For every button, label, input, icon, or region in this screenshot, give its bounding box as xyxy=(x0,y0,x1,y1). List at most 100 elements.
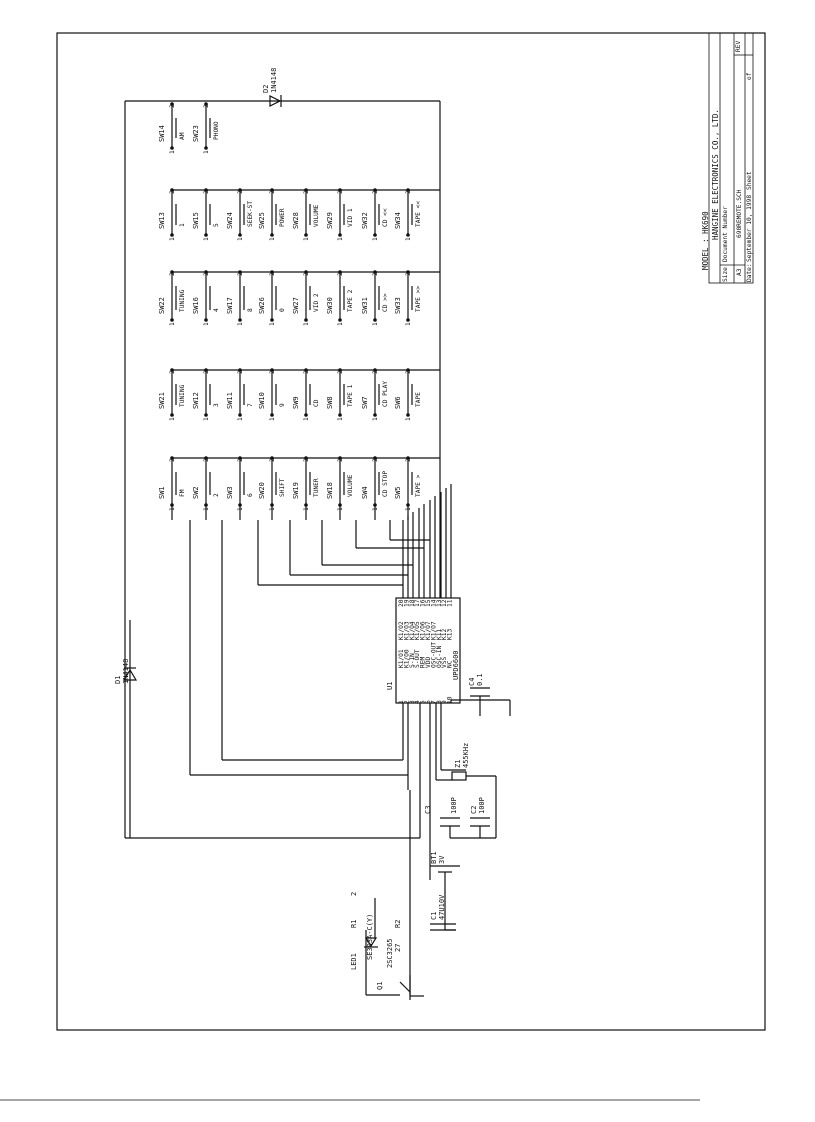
switch-label: CD STOP xyxy=(382,471,389,497)
ic-right-pin-label: K1/O7 xyxy=(430,621,437,640)
rev-label: REV xyxy=(735,41,742,52)
ic-left-pin-label: S-IN xyxy=(409,653,416,668)
ic-right-pin-number: 17 xyxy=(414,599,421,607)
capacitor-c1: C1 47U10V xyxy=(430,894,456,931)
switch-pin: 2 xyxy=(269,370,276,374)
crystal-z1: Z1 455KHz xyxy=(451,743,470,781)
switch-pin: 2 xyxy=(237,272,244,276)
switch-label: 0 xyxy=(279,308,286,312)
switch-pin: 1 xyxy=(169,417,176,421)
switch-pin: 2 xyxy=(237,458,244,462)
ic-left-pin-label: NC xyxy=(447,660,454,668)
c1-ref: C1 xyxy=(430,912,438,920)
switch-pin: 1 xyxy=(405,322,412,326)
switch-pin: 1 xyxy=(405,417,412,421)
ic-right-pin-number: 18 xyxy=(409,599,416,607)
switch-label: 6 xyxy=(247,493,254,497)
ic-left-pin-label: S-OUT xyxy=(414,649,421,668)
ic-right-pin-number: 13 xyxy=(436,599,443,607)
ic-u1: U1 UPD6600 K1/O11K1/O02S-IN3S-OUT4REM5VD… xyxy=(386,597,461,704)
switch-ref: SW20 xyxy=(258,482,266,499)
switch-pin: 1 xyxy=(203,150,210,154)
switch-pin: 2 xyxy=(237,370,244,374)
switch-label: TUNING xyxy=(179,289,186,312)
bt1-ref: BT1 xyxy=(430,851,438,864)
switch-label: AM xyxy=(179,132,186,140)
c2-value: 100P xyxy=(478,797,486,814)
switch-pin: 2 xyxy=(203,458,210,462)
ic-left-pin-label: OSC-IN xyxy=(436,645,443,668)
ic-right-pin-label: K1/O6 xyxy=(420,621,427,640)
switch-pin: 2 xyxy=(269,458,276,462)
led1-value: SE303A-C(Y) xyxy=(366,914,374,960)
switch-label: SEEK-ST xyxy=(247,201,254,227)
switch-ref: SW13 xyxy=(158,212,166,229)
ic-right-pin-number: 16 xyxy=(420,599,427,607)
switch-pin: 2 xyxy=(303,272,310,276)
switch-pin: 1 xyxy=(337,417,344,421)
switch-ref: SW10 xyxy=(258,392,266,409)
sheet-border xyxy=(56,32,766,1031)
led1-ref: LED1 xyxy=(350,953,358,970)
switch-pin: 2 xyxy=(237,190,244,194)
switch-pin: 1 xyxy=(269,417,276,421)
switch-pin: 1 xyxy=(169,237,176,241)
switch-label: TAPE << xyxy=(415,201,422,227)
switch-ref: SW25 xyxy=(258,212,266,229)
switch: SW10 9 2 1 xyxy=(258,368,286,421)
ic-left-pin-number: 4 xyxy=(414,700,421,704)
ic-right-pin-number: 12 xyxy=(441,599,448,607)
ic-part: UPD6600 xyxy=(452,650,460,680)
size-label: Size xyxy=(722,267,729,282)
of-label: of xyxy=(746,72,753,80)
switch-ref: SW16 xyxy=(192,297,200,314)
switch-pin: 2 xyxy=(405,458,412,462)
switch-ref: SW14 xyxy=(158,125,166,142)
z1-value: 455KHz xyxy=(462,743,470,768)
switch-label: TAPE >> xyxy=(415,286,422,312)
switch-label: TUNER xyxy=(313,478,320,497)
diode-d2: D2 1N4148 xyxy=(262,68,282,107)
switch-ref: SW15 xyxy=(192,212,200,229)
ic-left-pin-label: OSC-OUT xyxy=(430,642,437,668)
capacitor-c3: C3 100P xyxy=(424,797,460,827)
switch-ref: SW5 xyxy=(394,486,402,499)
switch-ref: SW31 xyxy=(361,297,369,314)
c3-value: 100P xyxy=(450,797,458,814)
ic-pin-labels: K1/O11K1/O02S-IN3S-OUT4REM5VDD6OSC-OUT7O… xyxy=(398,599,454,704)
switch-label: TUNING xyxy=(179,384,186,407)
ic-right-pin-label: K1/O7 xyxy=(425,621,432,640)
switch-ref: SW30 xyxy=(326,297,334,314)
doc-number-label: Document Number xyxy=(722,206,729,262)
switch-ref: SW26 xyxy=(258,297,266,314)
ic-right-pin-number: 14 xyxy=(430,599,437,607)
switch-ref: SW9 xyxy=(292,396,300,409)
ic-left-pin-number: 5 xyxy=(420,700,427,704)
switch-pin: 2 xyxy=(303,370,310,374)
switch-ref: SW7 xyxy=(361,396,369,409)
switch-ref: SW27 xyxy=(292,297,300,314)
switch-pin: 2 xyxy=(337,272,344,276)
switch-pin: 2 xyxy=(372,190,379,194)
switch-label: 9 xyxy=(279,403,286,407)
c4-value: 0.1 xyxy=(476,673,484,686)
switch-label: CD >> xyxy=(382,293,389,312)
switch-pin: 2 xyxy=(405,370,412,374)
size-value: A3 xyxy=(736,268,743,276)
switch-ref: SW28 xyxy=(292,212,300,229)
